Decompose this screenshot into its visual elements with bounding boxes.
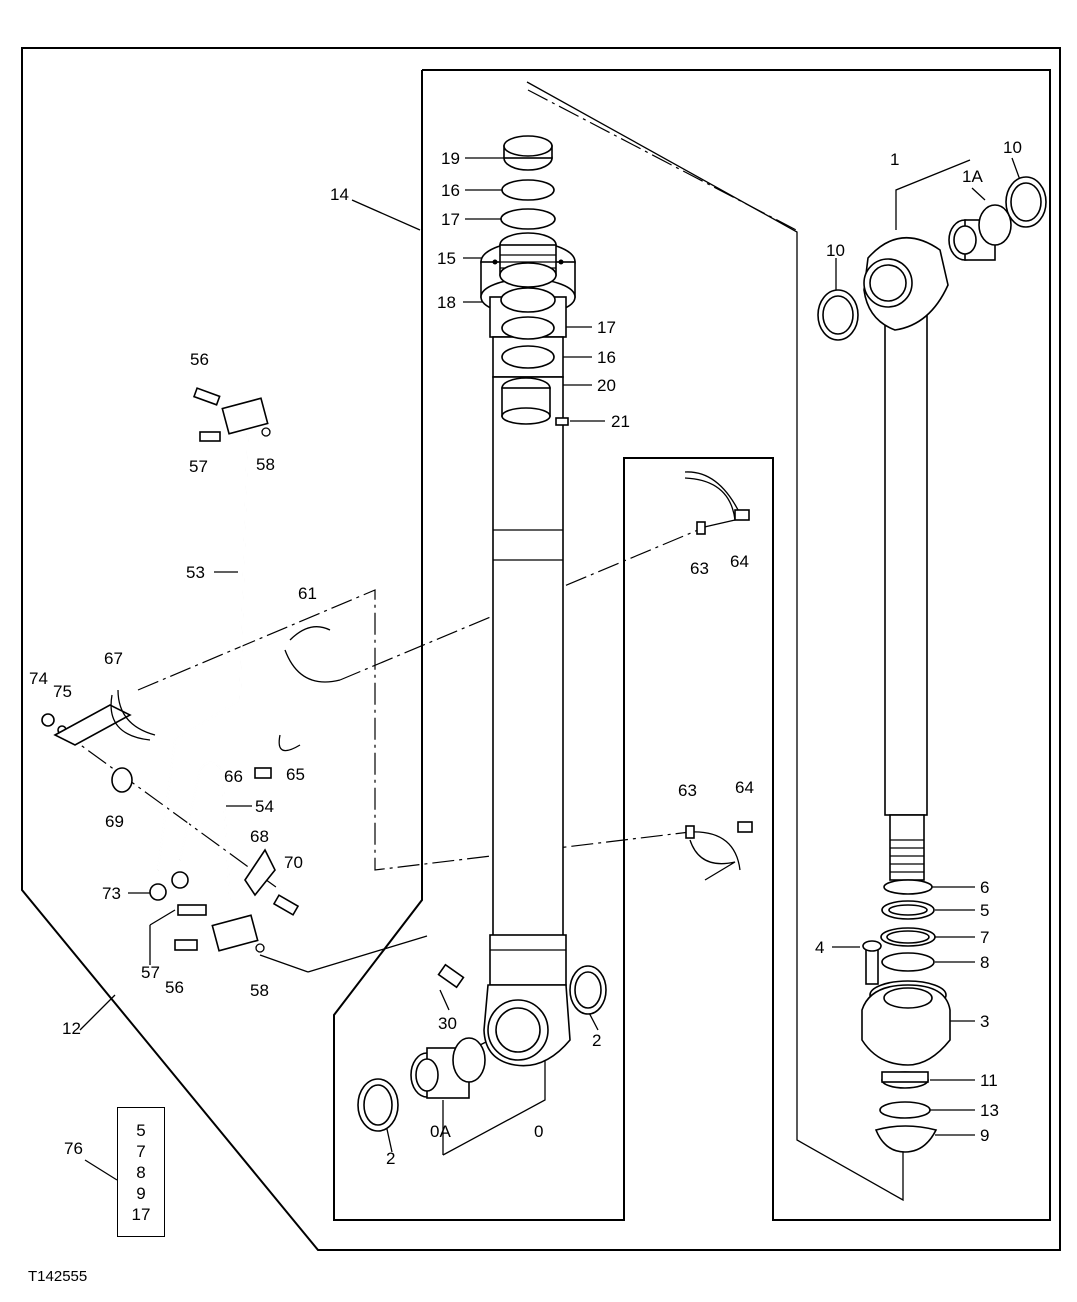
kit-item: 8	[136, 1162, 146, 1182]
callout-labels: 0 0A 1 1A 2 2 3 4 5 6 7 8 9 10 10 11 12 …	[29, 138, 1022, 1168]
label-0: 0	[534, 1122, 543, 1141]
label-9: 9	[980, 1126, 989, 1145]
label-0a: 0A	[430, 1122, 451, 1141]
label-75: 75	[53, 682, 72, 701]
figure-id: T142555	[28, 1268, 88, 1285]
label-7: 7	[980, 928, 989, 947]
label-1a: 1A	[962, 167, 983, 186]
label-76: 76	[64, 1139, 83, 1158]
hydraulic-lines	[41, 387, 341, 953]
label-2b: 2	[386, 1149, 395, 1168]
label-8: 8	[980, 953, 989, 972]
label-3: 3	[980, 1012, 989, 1031]
label-68: 68	[250, 827, 269, 846]
label-70: 70	[284, 853, 303, 872]
label-10a: 10	[1003, 138, 1022, 157]
label-16b: 16	[597, 348, 616, 367]
label-63b: 63	[678, 781, 697, 800]
label-30: 30	[438, 1014, 457, 1033]
label-12: 12	[62, 1019, 81, 1038]
label-11: 11	[980, 1071, 998, 1090]
label-10b: 10	[826, 241, 845, 260]
kit-item: 9	[136, 1183, 146, 1203]
label-4: 4	[815, 938, 824, 957]
label-1: 1	[890, 150, 899, 169]
label-17b: 17	[597, 318, 616, 337]
label-61: 61	[298, 584, 317, 603]
label-69: 69	[105, 812, 124, 831]
clamps-63-64	[684, 471, 753, 881]
piston-stack	[499, 135, 569, 426]
kit-item: 7	[136, 1141, 146, 1161]
label-18: 18	[437, 293, 456, 312]
label-67: 67	[104, 649, 123, 668]
label-63a: 63	[690, 559, 709, 578]
label-57b: 57	[141, 963, 160, 982]
label-14: 14	[330, 185, 349, 204]
outer-frame-12	[21, 47, 1061, 1251]
inner-frame-14	[333, 69, 1051, 1221]
label-54: 54	[255, 797, 274, 816]
kit-item: 5	[136, 1120, 146, 1140]
label-15: 15	[437, 249, 456, 268]
label-16a: 16	[441, 181, 460, 200]
label-56a: 56	[190, 350, 209, 369]
setscrew-21	[555, 417, 569, 426]
label-56b: 56	[165, 978, 184, 997]
label-66: 66	[224, 767, 243, 786]
piston-rod-1	[817, 176, 1047, 1153]
label-57a: 57	[189, 457, 208, 476]
label-53: 53	[186, 563, 205, 582]
label-65: 65	[286, 765, 305, 784]
label-64a: 64	[730, 552, 749, 571]
kit-item: 17	[131, 1204, 151, 1224]
seal-kit-contents-box: 5 7 8 9 17	[117, 1107, 165, 1237]
leader-lines	[59, 81, 1021, 1202]
label-2a: 2	[592, 1031, 601, 1050]
label-58b: 58	[250, 981, 269, 1000]
label-74: 74	[29, 669, 48, 688]
label-73: 73	[102, 884, 121, 903]
label-19: 19	[441, 149, 460, 168]
label-5: 5	[980, 901, 989, 920]
label-20: 20	[597, 376, 616, 395]
label-6: 6	[980, 878, 989, 897]
bushings-lower	[357, 963, 607, 1132]
label-13: 13	[980, 1101, 999, 1120]
label-21: 21	[611, 412, 630, 431]
label-17a: 17	[441, 210, 460, 229]
label-64b: 64	[735, 778, 754, 797]
label-58a: 58	[256, 455, 275, 474]
